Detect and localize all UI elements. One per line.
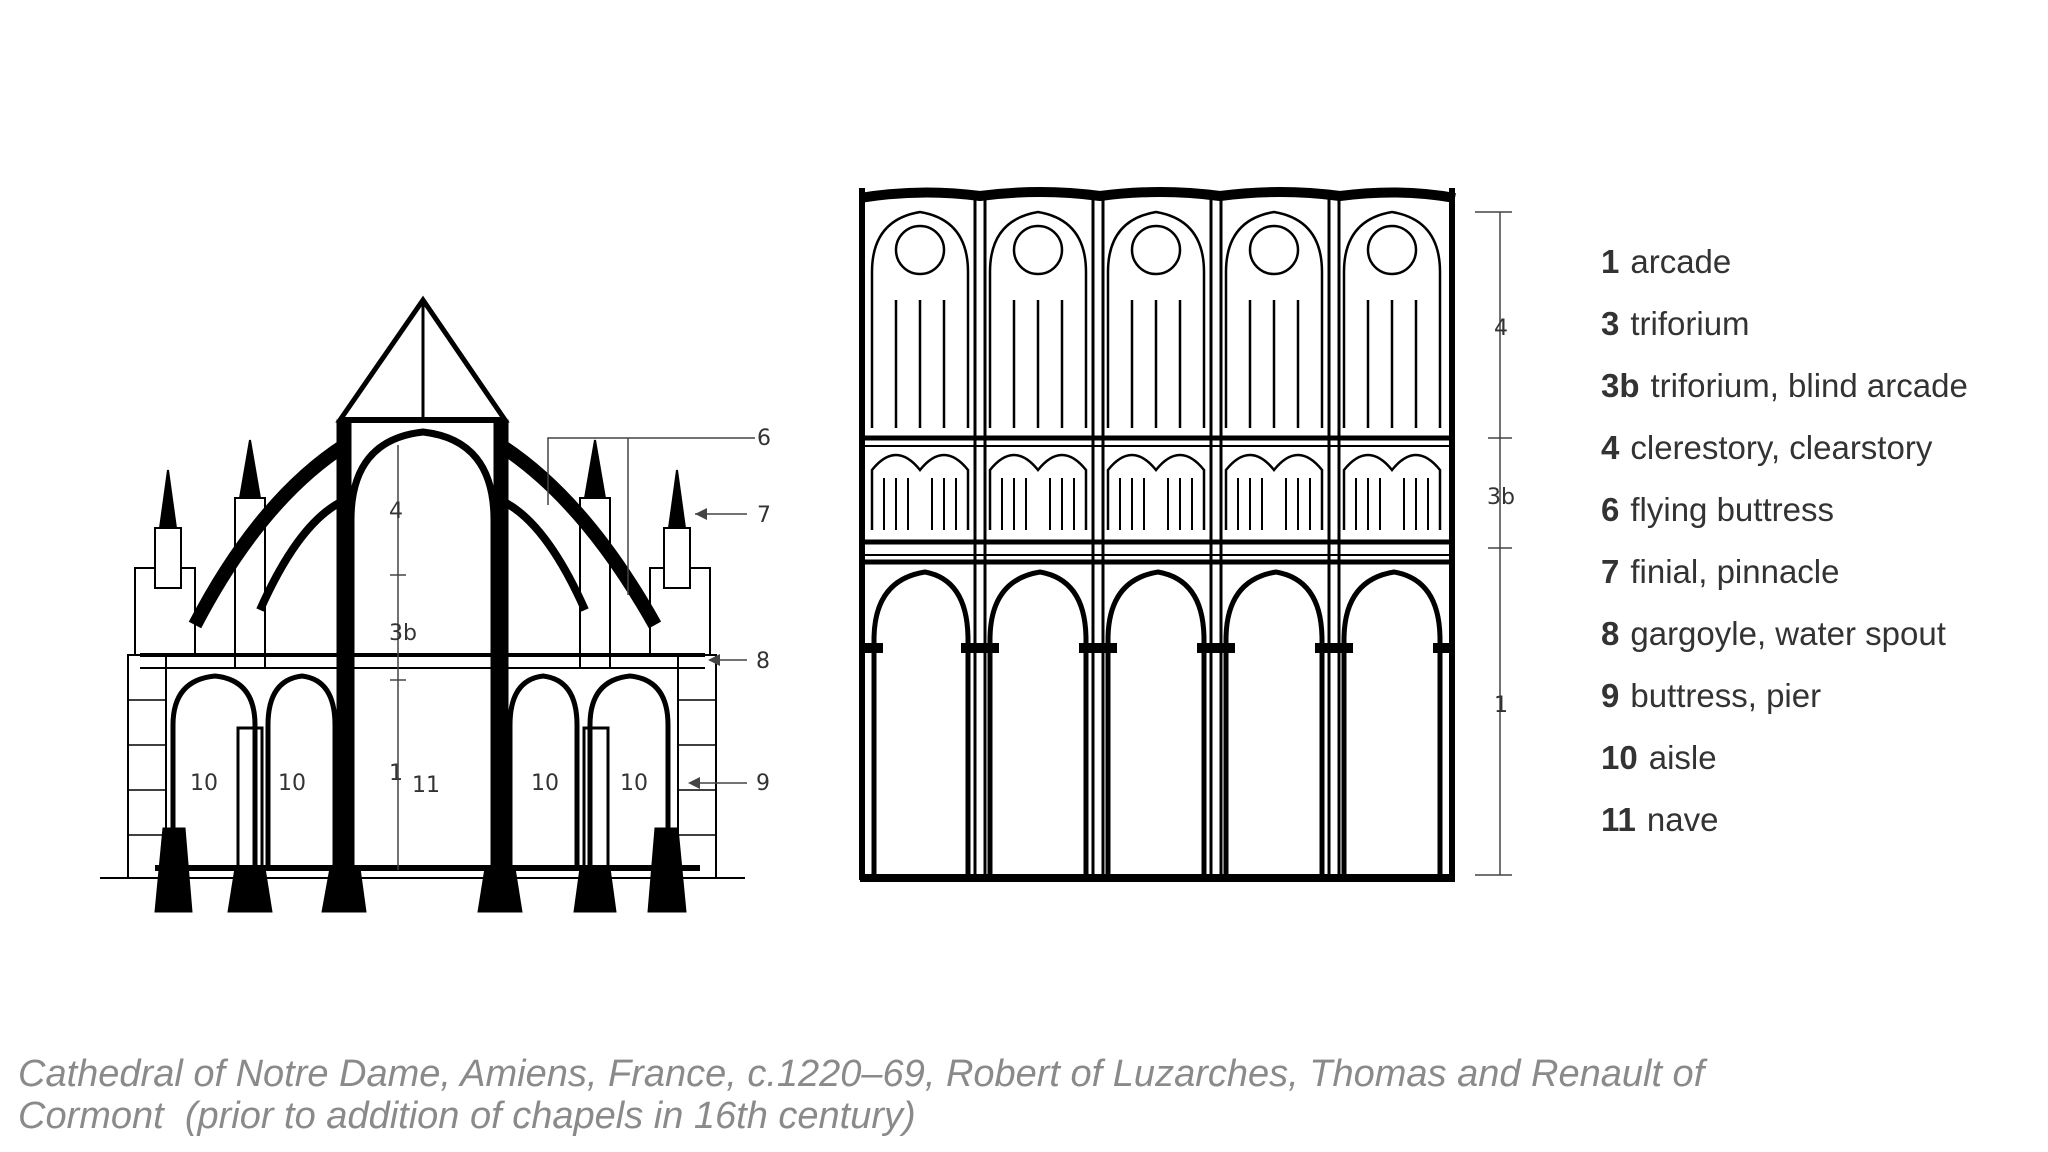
legend-item: 11 nave [1601, 794, 1968, 856]
section-label-10-a: 10 [190, 771, 218, 796]
legend-number: 3 [1601, 305, 1620, 342]
section-label-10-b: 10 [278, 771, 306, 796]
section-label-11: 11 [412, 773, 440, 798]
legend-number: 10 [1601, 739, 1638, 776]
figure-caption: Cathedral of Notre Dame, Amiens, France,… [18, 1053, 1918, 1137]
section-label-10-d: 10 [620, 771, 648, 796]
section-label-8: 8 [756, 649, 770, 674]
legend-text: buttress, pier [1630, 677, 1822, 714]
elevation-labels: 4 3b 1 [1487, 316, 1515, 718]
elevation-label-1: 1 [1494, 693, 1508, 718]
section-label-9: 9 [756, 771, 770, 796]
legend-item: 8 gargoyle, water spout [1601, 608, 1968, 670]
legend-item: 7 finial, pinnacle [1601, 546, 1968, 608]
legend: 1 arcade 3 triforium 3b triforium, blind ar… [1601, 236, 1968, 856]
legend-item: 3 triforium [1601, 298, 1968, 360]
nave-elevation-drawing [859, 187, 1512, 882]
legend-item: 6 flying buttress [1601, 484, 1968, 546]
legend-text: nave [1646, 801, 1719, 838]
legend-number: 9 [1601, 677, 1620, 714]
section-label-1: 1 [389, 761, 403, 786]
legend-item: 1 arcade [1601, 236, 1968, 298]
legend-text: arcade [1630, 243, 1732, 280]
legend-number: 1 [1601, 243, 1620, 280]
section-label-10-c: 10 [531, 771, 559, 796]
legend-number: 6 [1601, 491, 1620, 528]
legend-text: triforium [1630, 305, 1750, 342]
legend-number: 4 [1601, 429, 1620, 466]
legend-text: gargoyle, water spout [1630, 615, 1946, 652]
section-label-4: 4 [389, 499, 403, 524]
legend-number: 7 [1601, 553, 1620, 590]
legend-item: 9 buttress, pier [1601, 670, 1968, 732]
section-label-7: 7 [757, 503, 771, 528]
legend-text: flying buttress [1630, 491, 1834, 528]
section-label-3b: 3b [389, 621, 417, 646]
cross-section-drawing [100, 295, 755, 913]
elevation-label-3b: 3b [1487, 485, 1515, 510]
section-label-6: 6 [757, 426, 771, 451]
caption-line-2: Cormont (prior to addition of chapels in… [18, 1095, 916, 1137]
legend-item: 3b triforium, blind arcade [1601, 360, 1968, 422]
legend-item: 10 aisle [1601, 732, 1968, 794]
legend-text: triforium, blind arcade [1650, 367, 1968, 404]
legend-number: 11 [1601, 801, 1636, 838]
legend-item: 4 clerestory, clearstory [1601, 422, 1968, 484]
legend-text: aisle [1648, 739, 1717, 776]
elevation-label-4: 4 [1494, 316, 1508, 341]
section-labels: 6 7 4 3b 8 1 11 9 10 10 10 10 [190, 426, 771, 798]
legend-text: clerestory, clearstory [1630, 429, 1933, 466]
legend-number: 3b [1601, 367, 1640, 404]
legend-text: finial, pinnacle [1630, 553, 1840, 590]
legend-number: 8 [1601, 615, 1620, 652]
caption-line-1: Cathedral of Notre Dame, Amiens, France,… [18, 1053, 1705, 1095]
